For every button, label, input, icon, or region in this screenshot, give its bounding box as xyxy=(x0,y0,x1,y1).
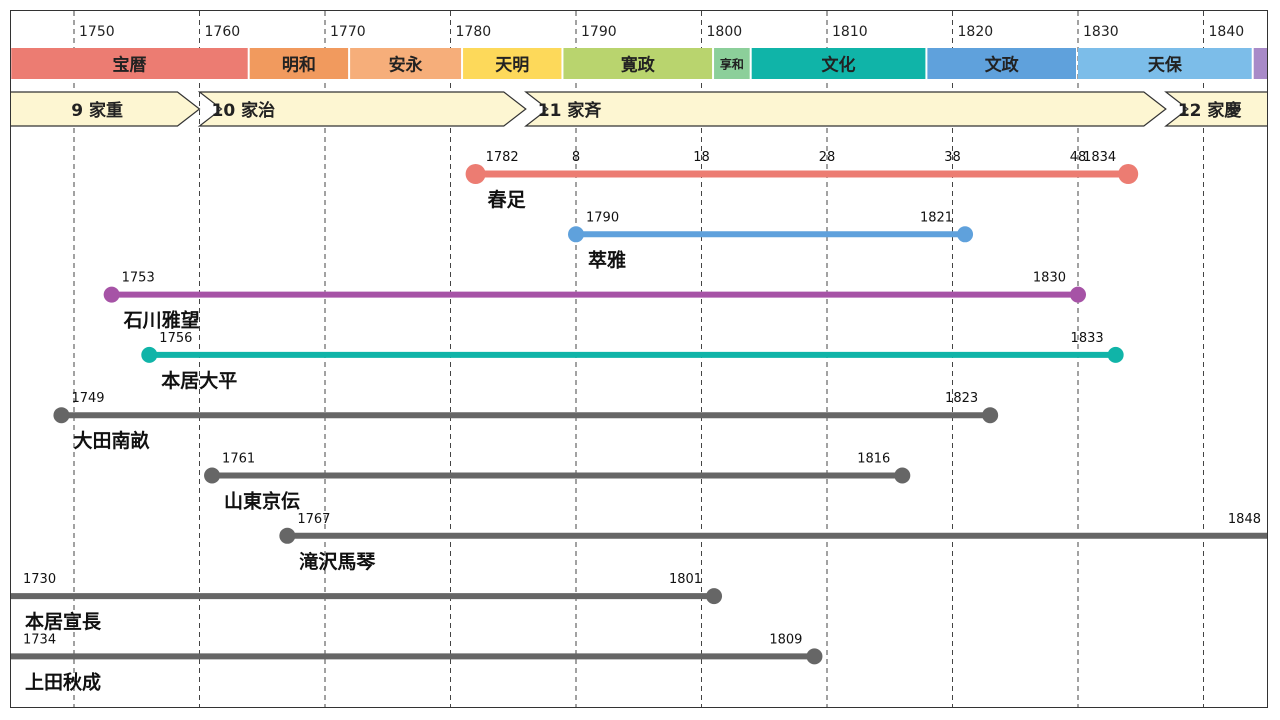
death-year-label: 1801 xyxy=(669,572,702,587)
era-label: 天明 xyxy=(495,56,529,76)
era-band-segment xyxy=(1253,48,1267,79)
era-band-segment xyxy=(751,48,926,79)
birth-year-label: 1749 xyxy=(71,391,104,406)
death-marker xyxy=(894,467,911,484)
death-marker xyxy=(957,226,974,243)
death-year-label: 1809 xyxy=(769,632,802,647)
era-band-segment xyxy=(11,48,248,79)
year-tick-label: 1800 xyxy=(707,24,743,40)
era-label: 宝暦 xyxy=(112,55,146,76)
death-marker xyxy=(806,648,823,665)
age-label: 48 xyxy=(1070,150,1087,165)
birth-marker xyxy=(141,346,158,363)
birth-year-label: 1761 xyxy=(222,452,255,467)
birth-year-label: 1734 xyxy=(23,632,56,647)
era-band-segment xyxy=(927,48,1076,79)
year-tick-label: 1790 xyxy=(581,24,617,40)
death-year-label: 1833 xyxy=(1071,331,1104,346)
birth-year-label: 1782 xyxy=(486,150,519,165)
era-label: 寛政 xyxy=(621,55,656,76)
birth-marker xyxy=(103,286,120,303)
era-label: 天保 xyxy=(1148,55,1183,76)
year-tick-label: 1760 xyxy=(205,24,241,40)
death-year-label: 1816 xyxy=(857,452,890,467)
death-marker xyxy=(1107,346,1124,363)
era-band-segment xyxy=(350,48,462,79)
person-name: 本居大平 xyxy=(161,369,237,392)
age-label: 18 xyxy=(693,150,710,165)
shogun-label: 10 家治 xyxy=(212,100,276,121)
shogun-arrow xyxy=(197,91,527,127)
shogun-label: 12 家慶 xyxy=(1178,100,1242,121)
birth-marker xyxy=(465,164,486,184)
death-year-label: 1823 xyxy=(945,391,978,406)
death-marker xyxy=(706,588,723,605)
shogun-label: 9 家重 xyxy=(71,100,123,121)
shogun-arrow xyxy=(11,91,201,127)
person-name: 大田南畝 xyxy=(73,429,150,452)
year-tick-label: 1840 xyxy=(1209,24,1245,40)
timeline-frame: 1750 1760 1770 1780 1790 1800 1810 1820 1830 1840… xyxy=(10,10,1268,708)
timeline-diagram: 1750 1760 1770 1780 1790 1800 1810 1820 1830 1840… xyxy=(11,11,1267,707)
age-label: 28 xyxy=(819,150,836,165)
person-name: 本居宣長 xyxy=(25,610,102,633)
shogun-arrow xyxy=(1164,91,1267,127)
year-tick-label: 1820 xyxy=(958,24,994,40)
death-year-label: 1830 xyxy=(1033,271,1066,286)
birth-year-label: 1730 xyxy=(23,572,56,587)
age-label: 8 xyxy=(572,150,580,165)
birth-year-label: 1753 xyxy=(122,271,155,286)
birth-marker xyxy=(568,226,584,243)
death-year-label: 1834 xyxy=(1083,150,1116,165)
death-marker xyxy=(982,407,999,424)
era-label: 明和 xyxy=(282,56,316,76)
death-marker xyxy=(1118,164,1139,184)
person-name: 滝沢馬琴 xyxy=(299,550,376,573)
person-name: 山東京伝 xyxy=(224,490,300,513)
era-band-segment xyxy=(563,48,713,79)
person-name: 上田秋成 xyxy=(25,670,101,693)
year-tick-label: 1830 xyxy=(1083,24,1119,40)
year-tick-label: 1750 xyxy=(79,24,115,40)
person-name: 春足 xyxy=(488,188,527,211)
death-year-label: 1848 xyxy=(1228,512,1261,527)
year-tick-label: 1780 xyxy=(456,24,492,40)
age-label: 38 xyxy=(944,150,961,165)
era-label: 文化 xyxy=(822,55,856,76)
era-label: 安永 xyxy=(389,55,423,76)
person-name: 石川雅望 xyxy=(123,309,200,332)
death-marker xyxy=(1070,286,1086,303)
birth-year-label: 1756 xyxy=(159,331,192,346)
shogun-label: 11 家斉 xyxy=(538,100,603,121)
person-name: 萃雅 xyxy=(588,248,626,271)
era-band-segment xyxy=(249,48,349,79)
year-tick-label: 1810 xyxy=(832,24,868,40)
death-year-label: 1821 xyxy=(920,210,953,225)
era-label: 文政 xyxy=(985,55,1020,76)
era-label: 享和 xyxy=(720,57,744,72)
birth-marker xyxy=(53,407,70,424)
era-band-segment xyxy=(714,48,750,79)
birth-year-label: 1790 xyxy=(586,210,619,225)
birth-year-label: 1767 xyxy=(297,512,330,527)
shogun-arrow xyxy=(524,91,1167,127)
birth-marker xyxy=(279,527,296,544)
year-tick-label: 1770 xyxy=(330,24,366,40)
era-band-segment xyxy=(1078,48,1252,79)
birth-marker xyxy=(204,467,221,484)
era-band-segment xyxy=(463,48,562,79)
